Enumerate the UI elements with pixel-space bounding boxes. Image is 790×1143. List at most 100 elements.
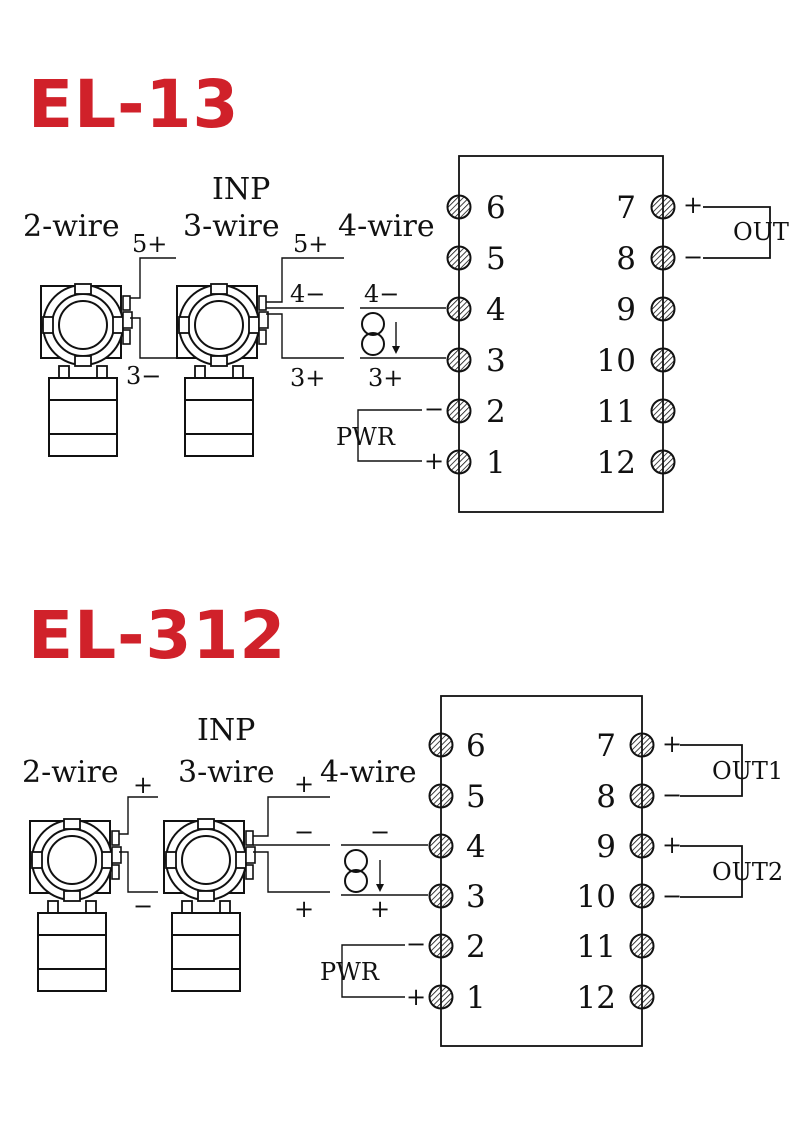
output-wiring: + − OUT [683, 191, 789, 271]
four-wire-minus-label: − [370, 818, 390, 846]
transmitter-icon [163, 818, 256, 992]
out2-plus-sign: + [662, 831, 682, 859]
three-wire-minus-label: 4− [290, 280, 325, 308]
four-wire-label: 4-wire [320, 755, 417, 790]
two-wire-wiring: 5+ 3− [126, 230, 176, 390]
power-wiring: − + PWR [336, 395, 444, 475]
two-wire-wiring: + − [119, 771, 158, 920]
terminal-label: 4 [466, 829, 486, 865]
terminal-screw-icon [629, 984, 655, 1010]
out1-minus-sign: − [662, 781, 682, 809]
pwr-label: PWR [336, 423, 396, 451]
pwr-plus-sign: + [424, 447, 444, 475]
transmitter-icon [40, 283, 133, 457]
two-wire-minus-label: 3− [126, 362, 161, 390]
el13-title: EL-13 [28, 66, 240, 143]
power-wiring: − + PWR [320, 930, 426, 1011]
terminal-screw-icon [428, 883, 454, 909]
three-wire-3plus-label: + [294, 895, 314, 923]
pwr-plus-sign: + [406, 983, 426, 1011]
terminal-block [440, 695, 643, 1047]
three-wire-label: 3-wire [183, 209, 280, 244]
el13-wiring-diagram: 6 5 4 3 2 1 7 8 9 10 11 12 + − OUT INP 2… [23, 155, 789, 513]
terminal-label: 9 [596, 829, 616, 865]
pwr-minus-sign: − [406, 930, 426, 958]
terminal-label: 8 [596, 779, 616, 815]
current-source-icon [361, 312, 385, 356]
out-label: OUT [733, 218, 789, 246]
out-plus-sign: + [683, 191, 703, 219]
output-wiring: + − + − OUT1 OUT2 [662, 730, 783, 910]
terminal-screw-icon [428, 783, 454, 809]
terminal-screw-icon [446, 449, 472, 475]
transmitter-icon [176, 283, 269, 457]
terminal-screw-icon [650, 245, 676, 271]
terminal-label: 2 [486, 394, 506, 430]
terminal-screw-icon [650, 194, 676, 220]
terminal-label: 11 [577, 929, 616, 965]
terminal-label: 1 [466, 980, 486, 1016]
terminal-label: 3 [486, 343, 506, 379]
four-wire-minus-label: 4− [364, 280, 399, 308]
four-wire-label: 4-wire [338, 209, 435, 244]
terminal-screw-icon [428, 833, 454, 859]
terminal-screw-icon [428, 933, 454, 959]
four-wire-wiring: − + [341, 818, 428, 923]
inp-label: INP [197, 713, 255, 748]
terminal-label: 3 [466, 879, 486, 915]
terminal-label: 9 [616, 292, 636, 328]
terminal-label: 6 [486, 190, 506, 226]
terminal-label: 4 [486, 292, 506, 328]
three-wire-plus-label: 5+ [293, 230, 328, 258]
out1-plus-sign: + [662, 730, 682, 758]
terminal-screw-icon [446, 347, 472, 373]
three-wire-wiring: + − + [253, 770, 330, 923]
terminal-screw-icon [650, 347, 676, 373]
terminal-screw-icon [428, 984, 454, 1010]
terminal-screw-icon [446, 398, 472, 424]
terminal-label: 12 [577, 980, 616, 1016]
terminal-screw-icon [650, 398, 676, 424]
pwr-label: PWR [320, 958, 380, 986]
left-terminals: 6 5 4 3 2 1 [428, 728, 486, 1016]
two-wire-label: 2-wire [22, 755, 119, 790]
terminal-label: 10 [597, 343, 636, 379]
three-wire-wiring: 5+ 4− 3+ [266, 230, 344, 392]
terminal-screw-icon [446, 194, 472, 220]
three-wire-plus-label: + [294, 770, 314, 798]
four-wire-plus-label: + [370, 895, 390, 923]
terminal-screw-icon [446, 245, 472, 271]
three-wire-label: 3-wire [178, 755, 275, 790]
terminal-label: 7 [596, 728, 616, 764]
four-wire-plus-label: 3+ [368, 364, 403, 392]
terminal-screw-icon [629, 933, 655, 959]
right-terminals: 7 8 9 10 11 12 [597, 190, 676, 481]
pwr-minus-sign: − [424, 395, 444, 423]
terminal-screw-icon [428, 732, 454, 758]
two-wire-plus-label: 5+ [132, 230, 167, 258]
four-wire-wiring: 4− 3+ [360, 280, 446, 392]
inp-label: INP [212, 172, 270, 207]
terminal-screw-icon [446, 296, 472, 322]
el312-wiring-diagram: 6 5 4 3 2 1 7 8 9 10 11 12 + − + − OUT1 … [22, 695, 783, 1047]
terminal-screw-icon [650, 296, 676, 322]
three-wire-3plus-label: 3+ [290, 364, 325, 392]
out1-label: OUT1 [712, 757, 783, 785]
terminal-label: 7 [616, 190, 636, 226]
terminal-label: 8 [616, 241, 636, 277]
terminal-label: 1 [486, 445, 506, 481]
two-wire-label: 2-wire [23, 209, 120, 244]
terminal-screw-icon [629, 833, 655, 859]
terminal-screw-icon [629, 732, 655, 758]
terminal-label: 12 [597, 445, 636, 481]
terminal-screw-icon [650, 449, 676, 475]
two-wire-plus-label: + [133, 771, 153, 799]
terminal-label: 2 [466, 929, 486, 965]
out2-label: OUT2 [712, 858, 783, 886]
two-wire-minus-label: − [133, 892, 153, 920]
terminal-screw-icon [629, 783, 655, 809]
left-terminals: 6 5 4 3 2 1 [446, 190, 506, 481]
terminal-label: 5 [466, 779, 486, 815]
right-terminals: 7 8 9 10 11 12 [577, 728, 655, 1016]
out-minus-sign: − [683, 243, 703, 271]
